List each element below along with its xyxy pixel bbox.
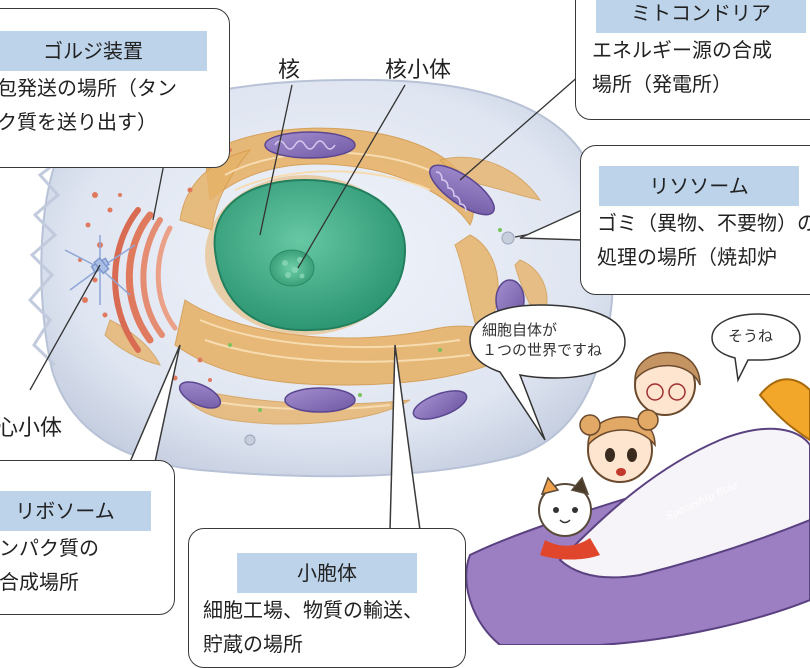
- callout-organelle-desc: 細胞工場、物質の輸送、 貯蔵の場所: [203, 598, 423, 656]
- callout-ribosome-desc: ンパク質の 合成場所: [0, 536, 99, 594]
- speech-bubble-left-shape: [469, 304, 626, 441]
- callout-golgi-desc: 包発送の場所（タン ク質を送り出す）: [0, 76, 177, 134]
- label-nucleus: 核: [278, 58, 301, 83]
- lysosomes: [244, 231, 515, 446]
- cell-illustration: Spaceship Ecio: [27, 29, 810, 645]
- callout-mitochondria-desc: エネルギー源の合成 場所（発電所）: [592, 38, 772, 96]
- golgi-apparatus: [112, 207, 178, 353]
- callout-golgi-title: ゴルジ装置: [0, 31, 207, 71]
- callout-mitochondria: ミトコンドリア エネルギー源の合成 場所（発電所）: [575, 0, 810, 120]
- speech-bubble-right: そうね: [728, 327, 774, 345]
- label-centrosome: 心小体: [0, 416, 63, 441]
- label-nucleolus: 核小体: [385, 58, 452, 83]
- callout-organelle-title: 小胞体: [237, 553, 417, 593]
- speech-bubble-right-shape: [711, 313, 801, 383]
- mitochondria: [120, 131, 525, 420]
- spaceship: [465, 378, 810, 645]
- cell-edge-left: [27, 158, 61, 367]
- centrosome: [64, 235, 136, 305]
- callout-ribosome-title: リボソーム: [0, 491, 151, 531]
- speech-bubble-left: 細胞自体が １つの世界ですね: [482, 321, 603, 359]
- callout-ribosome: リボソーム ンパク質の 合成場所: [0, 460, 175, 615]
- callout-lysosome-desc: ゴミ（異物、不要物）の 処理の場所（焼却炉: [597, 211, 810, 269]
- callout-lysosome: リソソーム ゴミ（異物、不要物）の 処理の場所（焼却炉: [580, 145, 810, 295]
- callout-lysosome-title: リソソーム: [599, 166, 799, 206]
- characters: [538, 351, 701, 560]
- callout-mitochondria-title: ミトコンドリア: [596, 0, 806, 33]
- vesicles: [78, 148, 492, 382]
- callout-golgi: ゴルジ装置 包発送の場所（タン ク質を送り出す）: [0, 8, 230, 168]
- callout-tails: [128, 208, 583, 531]
- callout-organelle: 小胞体 細胞工場、物質の輸送、 貯蔵の場所: [188, 528, 466, 668]
